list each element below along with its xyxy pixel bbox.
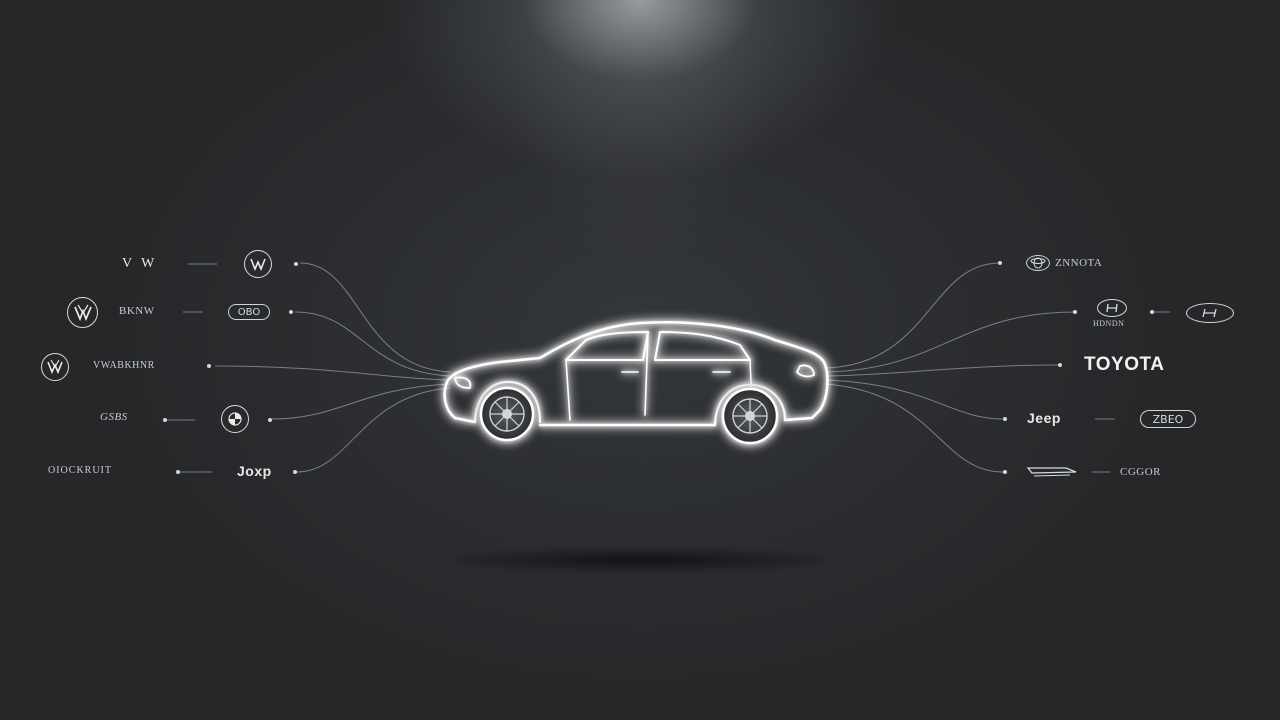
brand-name-oiockruit: OIOCKRUIT	[48, 465, 112, 476]
bmw-circle-logo-icon	[221, 405, 249, 433]
connector-line	[824, 311, 1076, 373]
connector-dot	[998, 261, 1002, 265]
brand-name-bknw: BKNW	[119, 305, 155, 317]
hyundai-oval-logo-icon	[1186, 303, 1234, 323]
brand-name-vwabkhnr: VWABKHNR	[93, 360, 155, 371]
connector-dot	[163, 418, 167, 422]
vw-circle-logo-icon	[67, 297, 98, 328]
oval-logo-badge: OBO	[228, 304, 270, 320]
connector-line	[824, 364, 1061, 377]
brand-name-cggor: CGGOR	[1120, 466, 1162, 478]
connector-dot	[207, 364, 211, 368]
connector-dot	[1058, 363, 1062, 367]
connector-line	[271, 383, 451, 420]
connector-line	[214, 365, 451, 381]
brand-name-gsbs: GSBS	[100, 411, 128, 423]
connector-line	[296, 387, 451, 473]
brand-name-jeep: Jeep	[1027, 410, 1061, 426]
connector-dot	[1003, 470, 1007, 474]
connector-dot	[176, 470, 180, 474]
connector-dot	[268, 418, 272, 422]
hyundai-oval-logo-icon	[1097, 299, 1127, 317]
vw-circle-logo-icon	[41, 353, 69, 381]
car-floor-shadow	[455, 548, 825, 572]
brand-name-toyota: TOYOTA	[1084, 354, 1165, 375]
brand-name-hdndn: HDNDN	[1093, 319, 1125, 328]
connector-dot	[1073, 310, 1077, 314]
connector-line	[824, 379, 1004, 420]
brand-name-znnota: ZNNOTA	[1055, 257, 1103, 269]
connector-dot	[293, 470, 297, 474]
swoosh-logo-icon	[1026, 464, 1078, 478]
connector-dot	[294, 262, 298, 266]
connector-line	[824, 383, 1004, 473]
connector-line	[824, 262, 1001, 369]
connector-dot	[289, 310, 293, 314]
oval-logo-badge: ZBEO	[1140, 410, 1196, 428]
connector-line	[294, 311, 451, 377]
brand-name-vw: V W	[122, 256, 158, 271]
connector-dot	[1003, 417, 1007, 421]
vw-circle-logo-icon	[244, 250, 272, 278]
toyota-ellipse-logo-icon	[1026, 255, 1050, 271]
connector-line	[299, 262, 451, 373]
brand-name-joxp: Joxp	[237, 463, 272, 479]
connector-dot	[1150, 310, 1154, 314]
